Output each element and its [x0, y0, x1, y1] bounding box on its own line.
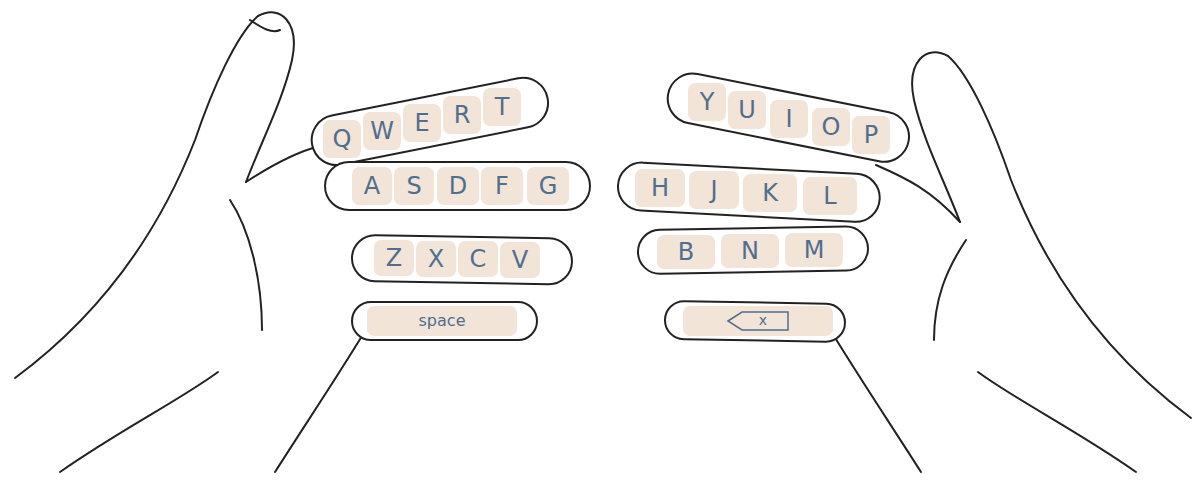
key-letter: D	[449, 174, 467, 198]
key-patch: F	[481, 167, 523, 205]
key-patch: B	[657, 235, 715, 269]
key-patch: L	[803, 177, 857, 215]
key-patch: N	[721, 234, 779, 268]
key-patch: R	[443, 96, 481, 134]
key-patch: S	[394, 167, 434, 205]
key-patch: H	[635, 169, 685, 207]
key-letter: F	[495, 174, 509, 198]
key-patch: T	[483, 88, 521, 126]
backspace-symbol	[726, 310, 790, 332]
finger	[638, 226, 869, 274]
key-letter: E	[414, 111, 429, 135]
finger	[617, 161, 881, 223]
key-patch: O	[812, 108, 850, 146]
key-letter: H	[651, 176, 669, 200]
key-letter: B	[678, 240, 694, 264]
key-letter: P	[864, 123, 878, 147]
icon-label: x	[759, 313, 767, 327]
key-letter: Z	[386, 246, 402, 270]
key-patch: M	[785, 233, 843, 267]
finger	[663, 69, 913, 166]
key-patch: A	[352, 167, 392, 205]
key-patch: C	[458, 241, 498, 277]
key-patch: space	[367, 306, 517, 336]
finger	[352, 302, 537, 340]
key-patch: U	[728, 91, 766, 129]
left-hand	[15, 12, 362, 472]
key-letter: J	[710, 178, 717, 202]
key-letter: M	[804, 238, 825, 262]
key-letter: V	[512, 248, 528, 272]
key-patch: P	[852, 116, 890, 154]
key-patch: K	[743, 174, 797, 212]
key-patch: W	[363, 112, 401, 150]
key-letter: R	[454, 103, 471, 127]
key-letter: S	[406, 174, 421, 198]
key-patch: x	[683, 306, 833, 336]
key-letter: U	[738, 98, 756, 122]
key-patch: D	[437, 167, 479, 205]
finger	[325, 162, 590, 210]
key-patch: I	[770, 100, 808, 138]
key-patch: Q	[323, 120, 361, 158]
key-letter: W	[370, 119, 394, 143]
key-letter: L	[823, 184, 836, 208]
key-letter: I	[785, 107, 792, 131]
key-patch: X	[416, 241, 456, 277]
key-label: space	[419, 313, 466, 329]
key-patch: G	[527, 167, 569, 205]
key-patch: J	[689, 171, 739, 209]
key-letter: C	[470, 247, 487, 271]
key-letter: X	[428, 247, 444, 271]
key-letter: K	[762, 181, 778, 205]
finger	[307, 73, 552, 169]
key-letter: O	[822, 115, 841, 139]
key-patch: E	[403, 104, 441, 142]
key-letter: G	[539, 174, 558, 198]
key-letter: N	[741, 239, 759, 263]
key-letter: Q	[333, 127, 352, 151]
key-letter: A	[364, 174, 380, 198]
key-patch: V	[500, 242, 540, 278]
backspace-icon: x	[726, 310, 790, 332]
key-letter: T	[495, 95, 510, 119]
key-patch: Z	[374, 240, 414, 276]
key-patch: Y	[688, 83, 726, 121]
finger	[665, 301, 846, 342]
key-letter: Y	[700, 90, 715, 114]
finger	[352, 235, 573, 285]
